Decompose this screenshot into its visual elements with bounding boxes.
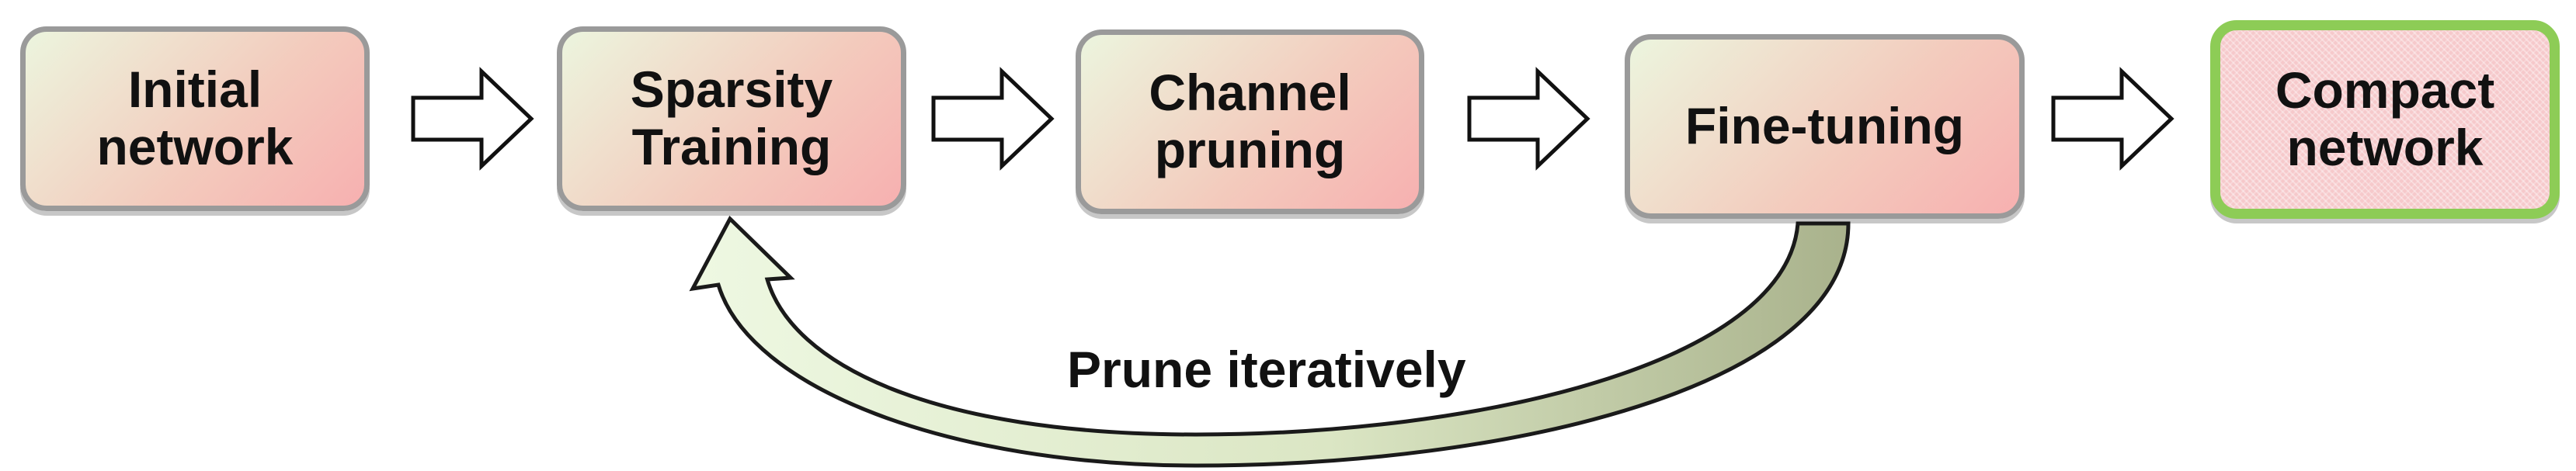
- node-label: Channel pruning: [1149, 64, 1351, 178]
- node-fine-tuning: Fine-tuning: [1625, 34, 2025, 219]
- arrow-channel-to-finetuning: [1467, 67, 1590, 171]
- node-compact-network: Compact network: [2210, 20, 2560, 219]
- node-label: Sparsity Training: [630, 61, 833, 175]
- loop-arrow-body: [689, 215, 1851, 468]
- node-initial-network: Initial network: [20, 26, 370, 211]
- loop-label: Prune iteratively: [1067, 341, 1466, 398]
- arrow-finetuning-to-compact: [2051, 67, 2174, 171]
- node-sparsity-training: Sparsity Training: [557, 26, 906, 211]
- node-label: Compact network: [2275, 61, 2495, 176]
- node-label: Fine-tuning: [1684, 97, 1965, 155]
- arrow-sparsity-to-channel: [931, 67, 1055, 171]
- node-label: Initial network: [96, 61, 294, 175]
- node-channel-pruning: Channel pruning: [1076, 29, 1424, 214]
- arrow-initial-to-sparsity: [411, 67, 534, 171]
